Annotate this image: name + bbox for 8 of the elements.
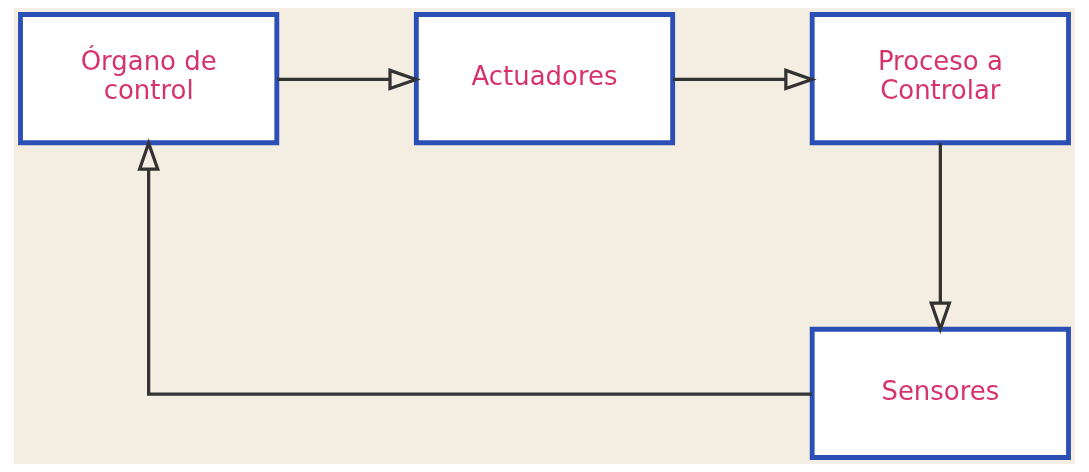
node-box: Órgano de control	[18, 12, 280, 146]
arrow	[277, 68, 421, 91]
node-box: Proceso a Controlar	[809, 12, 1071, 146]
arrow	[673, 68, 817, 91]
node-box: Actuadores	[413, 12, 676, 146]
arrow	[928, 143, 952, 334]
arrow	[137, 138, 812, 396]
node-box: Sensores	[809, 326, 1071, 460]
